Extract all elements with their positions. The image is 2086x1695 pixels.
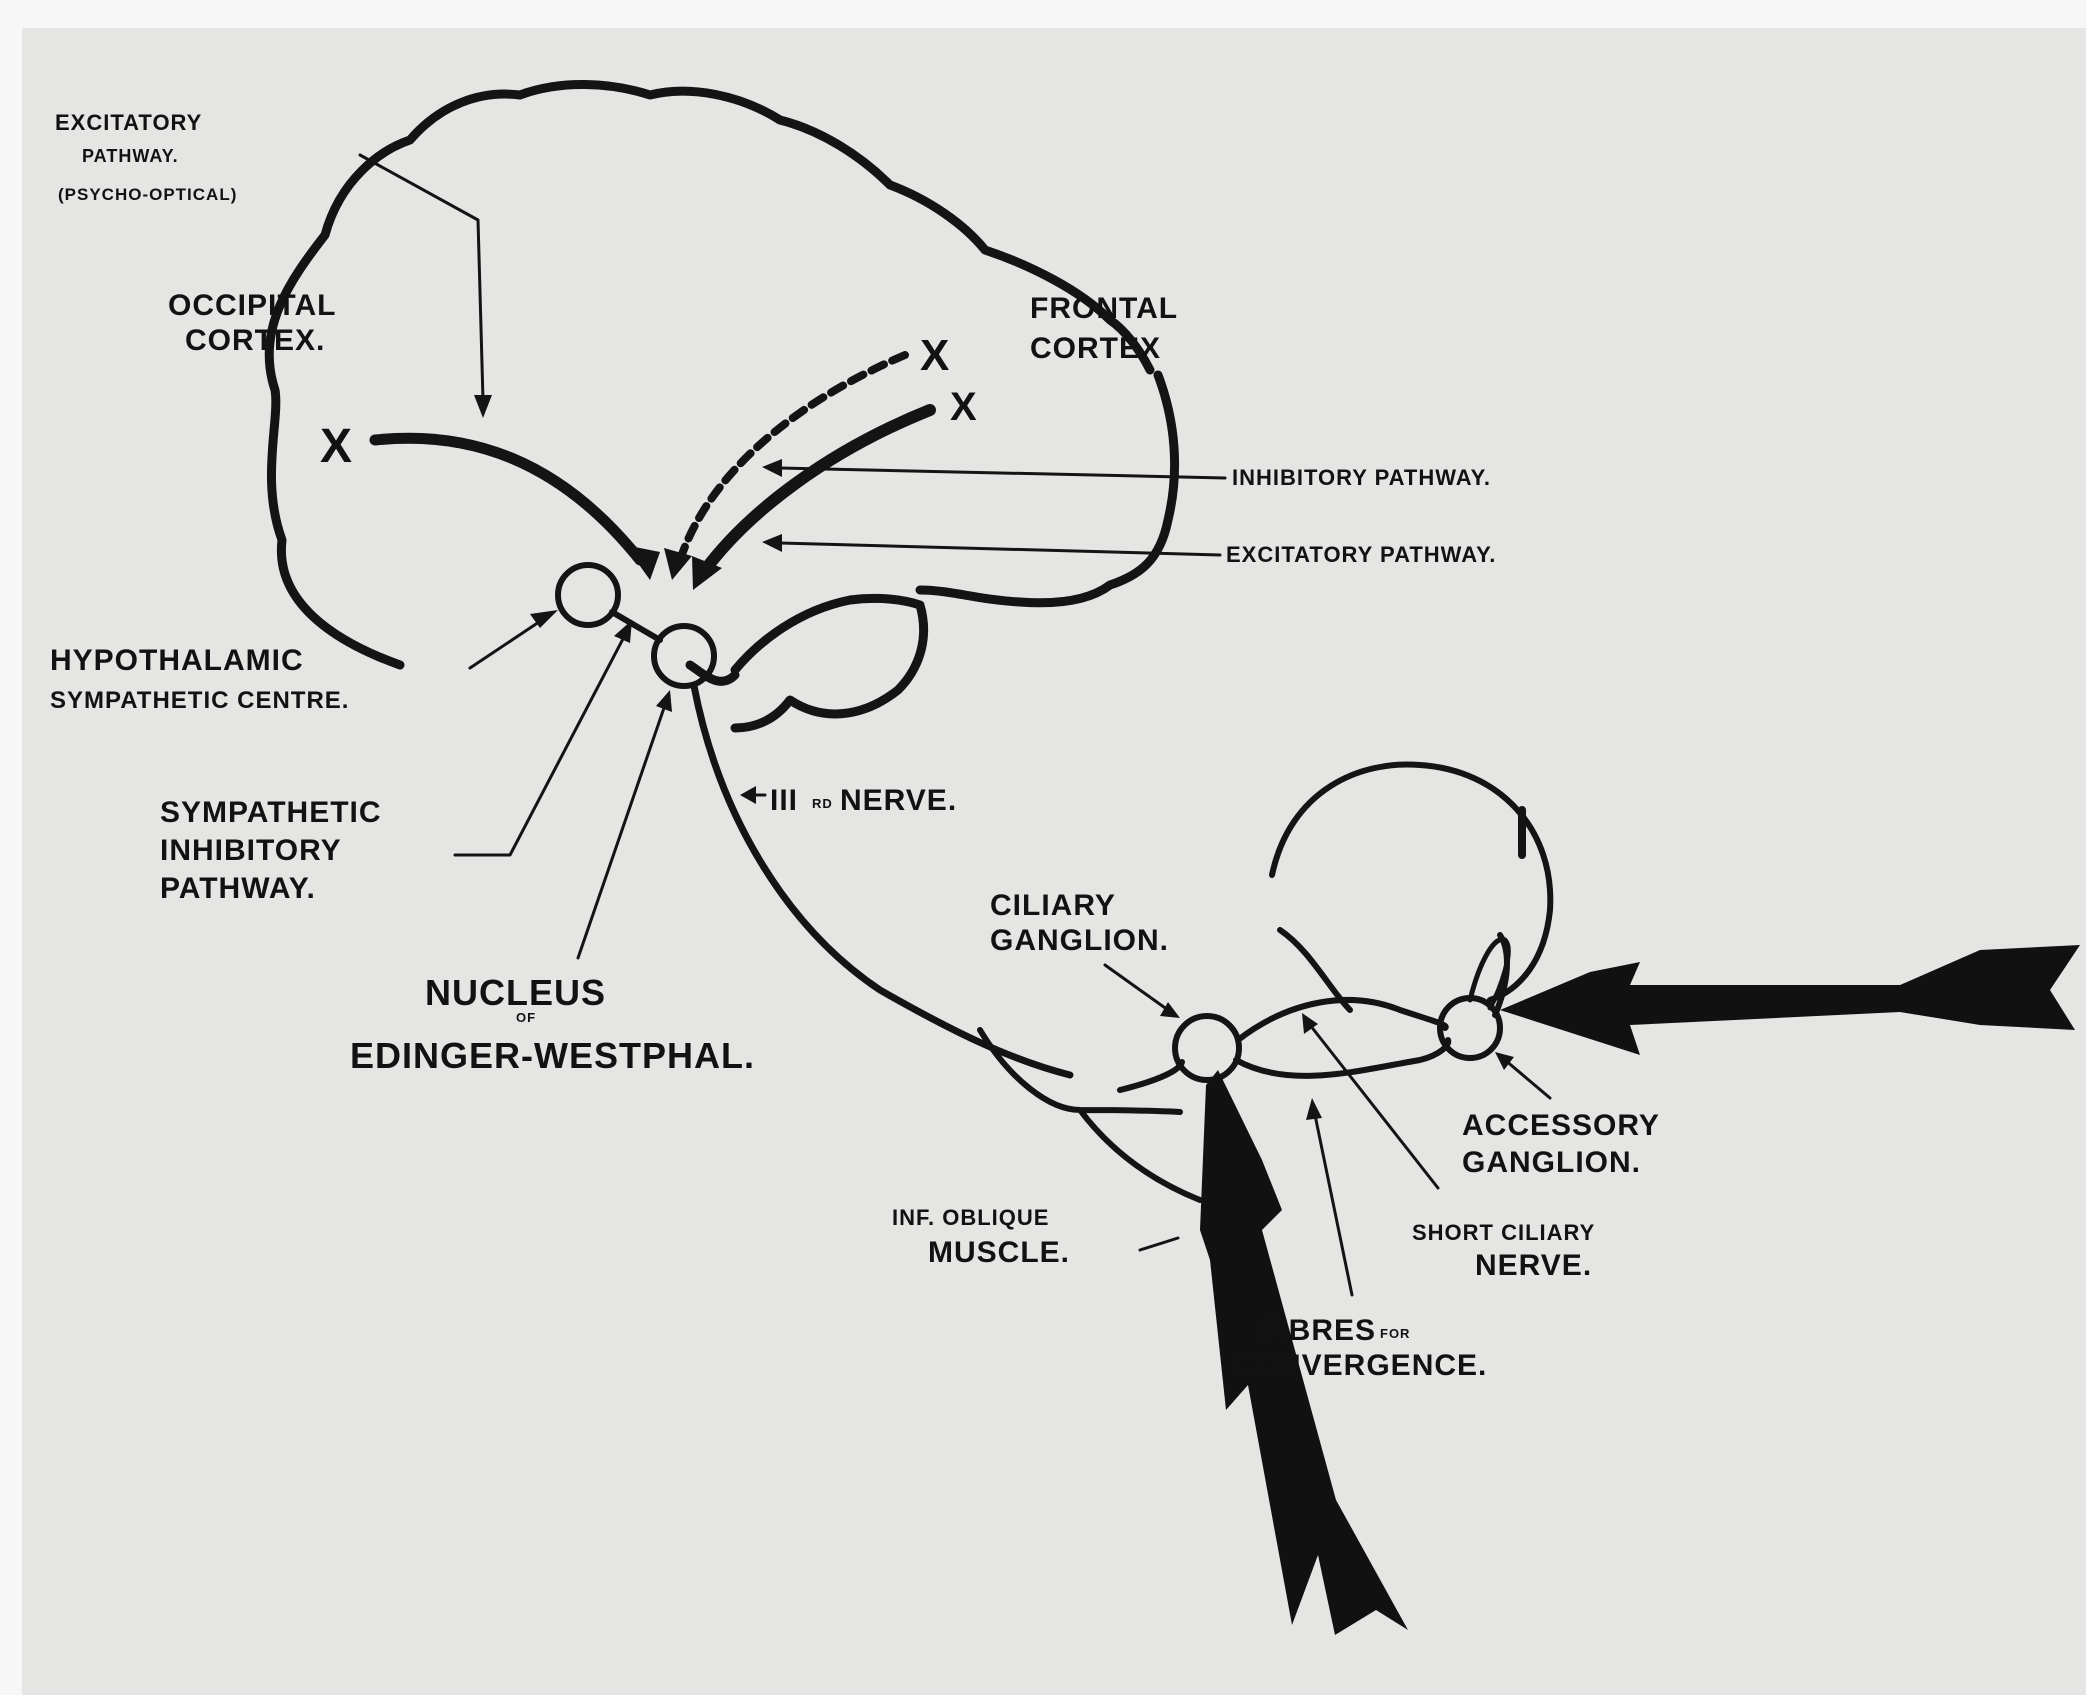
- svg-text:CILIARY: CILIARY: [990, 889, 1116, 922]
- label-third-nerve: III RD NERVE.: [770, 784, 957, 817]
- occipital-pathway-arrowhead: [625, 545, 660, 580]
- leader-short-ciliary: [1310, 1025, 1438, 1188]
- label-occipital-cortex: OCCIPITAL CORTEX.: [168, 289, 336, 357]
- leader-inhibitory-head: [762, 459, 782, 477]
- leader-ciliary-ganglion-head: [1160, 1002, 1180, 1018]
- hypothalamic-centre-circle: [558, 565, 618, 625]
- leader-accessory-ganglion: [1505, 1060, 1550, 1098]
- frontal-cross-lower: X: [950, 385, 978, 429]
- leader-convergence: [1315, 1115, 1352, 1295]
- leader-sympathetic-inhibitory: [455, 635, 625, 855]
- label-ciliary-ganglion: CILIARY GANGLION.: [990, 889, 1169, 957]
- label-inhibitory-pathway: INHIBITORY PATHWAY.: [1232, 465, 1491, 490]
- leader-ciliary-ganglion: [1105, 965, 1168, 1010]
- svg-text:EDINGER-WESTPHAL.: EDINGER-WESTPHAL.: [350, 1035, 755, 1076]
- occipital-cross: X: [320, 420, 353, 473]
- edinger-westphal-circle: [654, 626, 714, 686]
- short-ciliary-nerves: [1120, 935, 1507, 1090]
- svg-text:INHIBITORY: INHIBITORY: [160, 834, 342, 867]
- svg-text:NERVE.: NERVE.: [840, 784, 957, 817]
- svg-text:SHORT CILIARY: SHORT CILIARY: [1412, 1220, 1595, 1245]
- svg-text:FIBRES: FIBRES: [1260, 1314, 1376, 1347]
- leader-nucleus: [578, 705, 665, 958]
- frontal-cross-upper: X: [920, 331, 950, 380]
- svg-text:INF. OBLIQUE: INF. OBLIQUE: [892, 1205, 1049, 1230]
- svg-text:PATHWAY.: PATHWAY.: [160, 872, 316, 905]
- svg-text:EXCITATORY: EXCITATORY: [55, 110, 202, 135]
- svg-text:PATHWAY.: PATHWAY.: [82, 146, 179, 166]
- label-nucleus: NUCLEUS OF EDINGER-WESTPHAL.: [350, 972, 755, 1076]
- leader-inf-oblique: [1140, 1238, 1178, 1250]
- third-nerve: [694, 686, 1070, 1075]
- label-excitatory-pathway: EXCITATORY PATHWAY.: [1226, 542, 1496, 567]
- svg-text:MUSCLE.: MUSCLE.: [928, 1236, 1070, 1269]
- label-sympathetic-inhibitory: SYMPATHETIC INHIBITORY PATHWAY.: [160, 796, 382, 905]
- leader-accessory-ganglion-head: [1495, 1052, 1514, 1070]
- svg-text:FRONTAL: FRONTAL: [1030, 292, 1178, 325]
- leader-sympathetic-inhibitory-head: [614, 620, 632, 643]
- inhibitory-arrowhead: [664, 548, 692, 580]
- svg-text:(PSYCHO-OPTICAL): (PSYCHO-OPTICAL): [58, 185, 237, 204]
- svg-text:FOR: FOR: [1380, 1326, 1410, 1341]
- svg-text:ACCESSORY: ACCESSORY: [1462, 1109, 1660, 1142]
- leader-inhibitory: [780, 468, 1225, 478]
- svg-text:III: III: [770, 784, 798, 817]
- svg-text:SYMPATHETIC CENTRE.: SYMPATHETIC CENTRE.: [50, 687, 349, 714]
- leader-hypothalamic: [470, 618, 545, 668]
- svg-text:CORTEX.: CORTEX.: [185, 324, 325, 357]
- leader-nucleus-head: [656, 690, 672, 712]
- occipital-excitatory-pathway: [375, 438, 640, 560]
- label-frontal-cortex: FRONTAL CORTEX: [1030, 292, 1178, 365]
- svg-text:NERVE.: NERVE.: [1475, 1249, 1592, 1282]
- leader-excitatory-psycho-head: [474, 395, 492, 418]
- brain-outline: [269, 84, 1150, 665]
- frontal-inhibitory-pathway: [680, 355, 905, 560]
- svg-text:CORTEX: CORTEX: [1030, 332, 1161, 365]
- svg-text:HYPOTHALAMIC: HYPOTHALAMIC: [50, 644, 304, 677]
- leader-excitatory-psycho: [360, 155, 483, 400]
- svg-text:NUCLEUS: NUCLEUS: [425, 972, 606, 1013]
- label-excitatory-psycho: EXCITATORY PATHWAY. (PSYCHO-OPTICAL): [55, 110, 237, 204]
- temporal-lobe: [735, 598, 924, 728]
- label-hypothalamic-centre: HYPOTHALAMIC SYMPATHETIC CENTRE.: [50, 644, 349, 714]
- svg-text:GANGLION.: GANGLION.: [990, 924, 1169, 957]
- svg-text:GANGLION.: GANGLION.: [1462, 1146, 1641, 1179]
- svg-text:CONVERGENCE.: CONVERGENCE.: [1232, 1349, 1487, 1382]
- ciliary-ganglion-circle: [1175, 1016, 1239, 1080]
- svg-text:OF: OF: [516, 1010, 536, 1025]
- label-accessory-ganglion: ACCESSORY GANGLION.: [1462, 1109, 1660, 1179]
- svg-text:SYMPATHETIC: SYMPATHETIC: [160, 796, 382, 829]
- svg-text:OCCIPITAL: OCCIPITAL: [168, 289, 336, 322]
- leader-third-nerve-head: [740, 786, 756, 804]
- svg-text:RD: RD: [812, 796, 833, 811]
- label-short-ciliary-nerve: SHORT CILIARY NERVE.: [1412, 1220, 1595, 1282]
- horizontal-big-arrow: [1500, 945, 2080, 1055]
- leader-convergence-head: [1306, 1098, 1322, 1120]
- leader-excitatory-head: [762, 534, 782, 552]
- label-inf-oblique: INF. OBLIQUE MUSCLE.: [892, 1205, 1070, 1269]
